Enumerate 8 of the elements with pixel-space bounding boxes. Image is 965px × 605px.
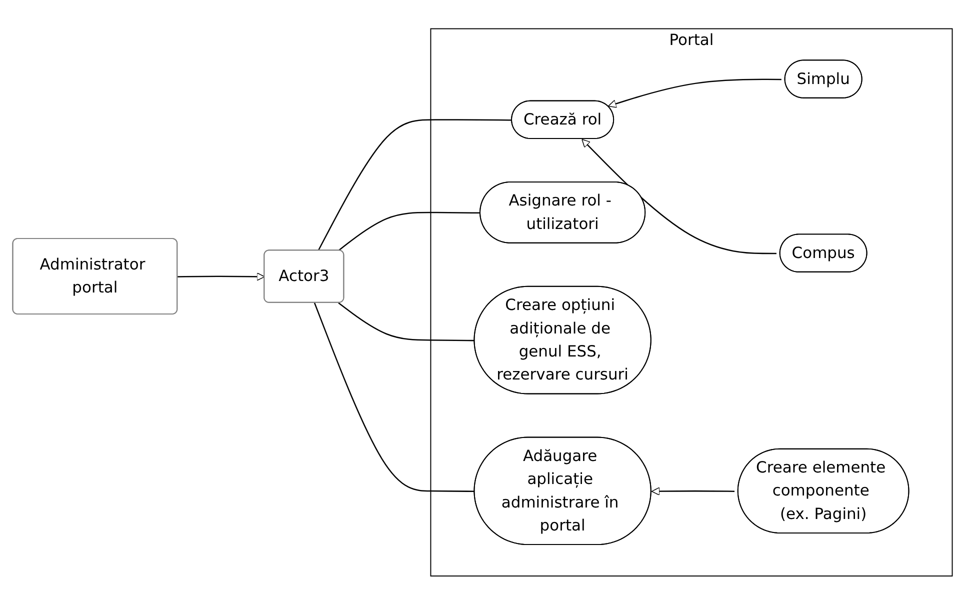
arrow (582, 138, 776, 254)
connector (314, 302, 475, 492)
connector (338, 302, 475, 342)
arrow (651, 487, 735, 496)
arrow (608, 78, 782, 108)
connector (318, 119, 512, 252)
arrow (178, 272, 265, 282)
connector (338, 212, 480, 252)
